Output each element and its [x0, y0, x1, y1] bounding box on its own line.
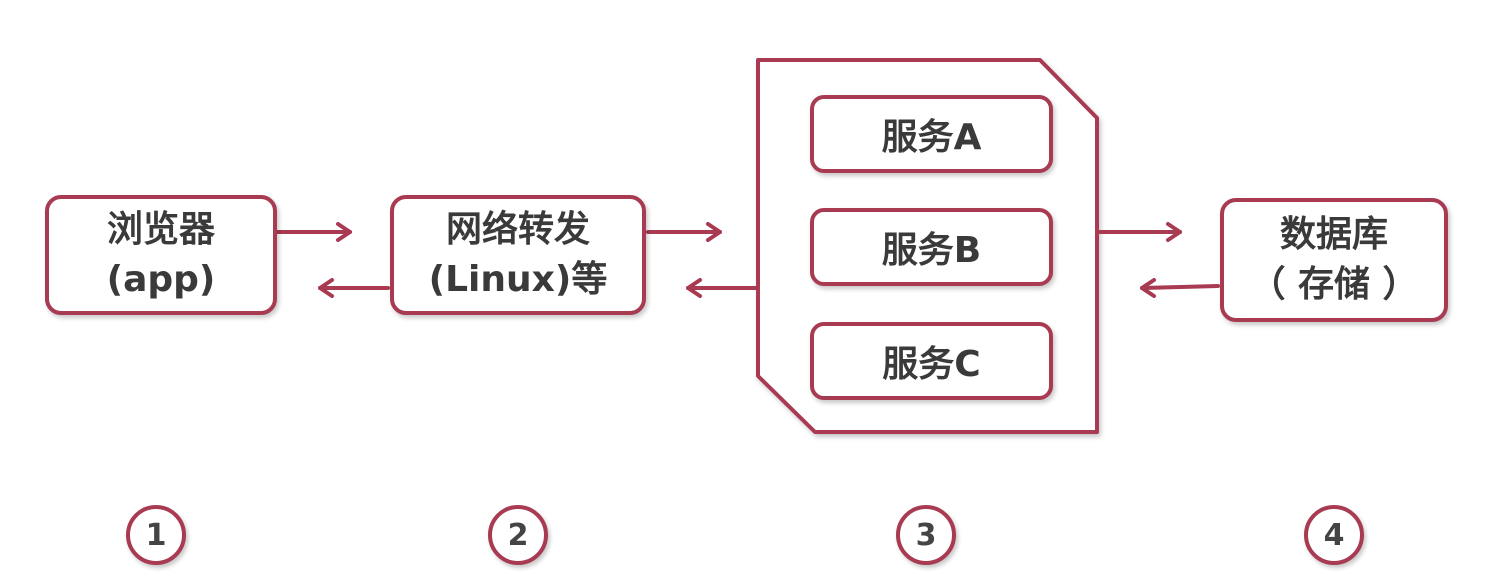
step-number-label: 3	[915, 517, 937, 553]
database-sublabel: （ 存储 ）	[1249, 264, 1419, 305]
database-node: 数据库 （ 存储 ）	[1220, 198, 1448, 322]
arrowhead-icon	[686, 278, 702, 298]
network-label: 网络转发	[445, 209, 590, 250]
service-a-label: 服务A	[881, 117, 982, 158]
step-number-label: 4	[1323, 517, 1345, 553]
service-b-label: 服务B	[881, 230, 982, 271]
arrowhead-icon	[1166, 222, 1182, 242]
service-c-label: 服务C	[882, 344, 981, 385]
step-number-label: 1	[145, 517, 167, 553]
network-sublabel: (Linux)等	[428, 259, 608, 300]
step-number-2: 2	[488, 505, 548, 565]
browser-node: 浏览器 (app)	[45, 195, 277, 315]
arrowhead-icon	[336, 222, 352, 242]
step-number-4: 4	[1304, 505, 1364, 565]
arrowhead-icon	[1140, 278, 1156, 298]
browser-sublabel: (app)	[106, 259, 216, 300]
database-label: 数据库	[1279, 214, 1388, 255]
arrow-database-to-services	[1140, 284, 1220, 290]
step-number-label: 2	[507, 517, 529, 553]
arrowhead-icon	[706, 222, 722, 242]
service-c-node: 服务C	[810, 322, 1053, 400]
service-a-node: 服务A	[810, 95, 1053, 173]
network-node: 网络转发 (Linux)等	[390, 195, 646, 315]
service-b-node: 服务B	[810, 208, 1053, 286]
step-number-1: 1	[126, 505, 186, 565]
step-number-3: 3	[896, 505, 956, 565]
arrowhead-icon	[318, 278, 334, 298]
browser-label: 浏览器	[106, 209, 215, 250]
